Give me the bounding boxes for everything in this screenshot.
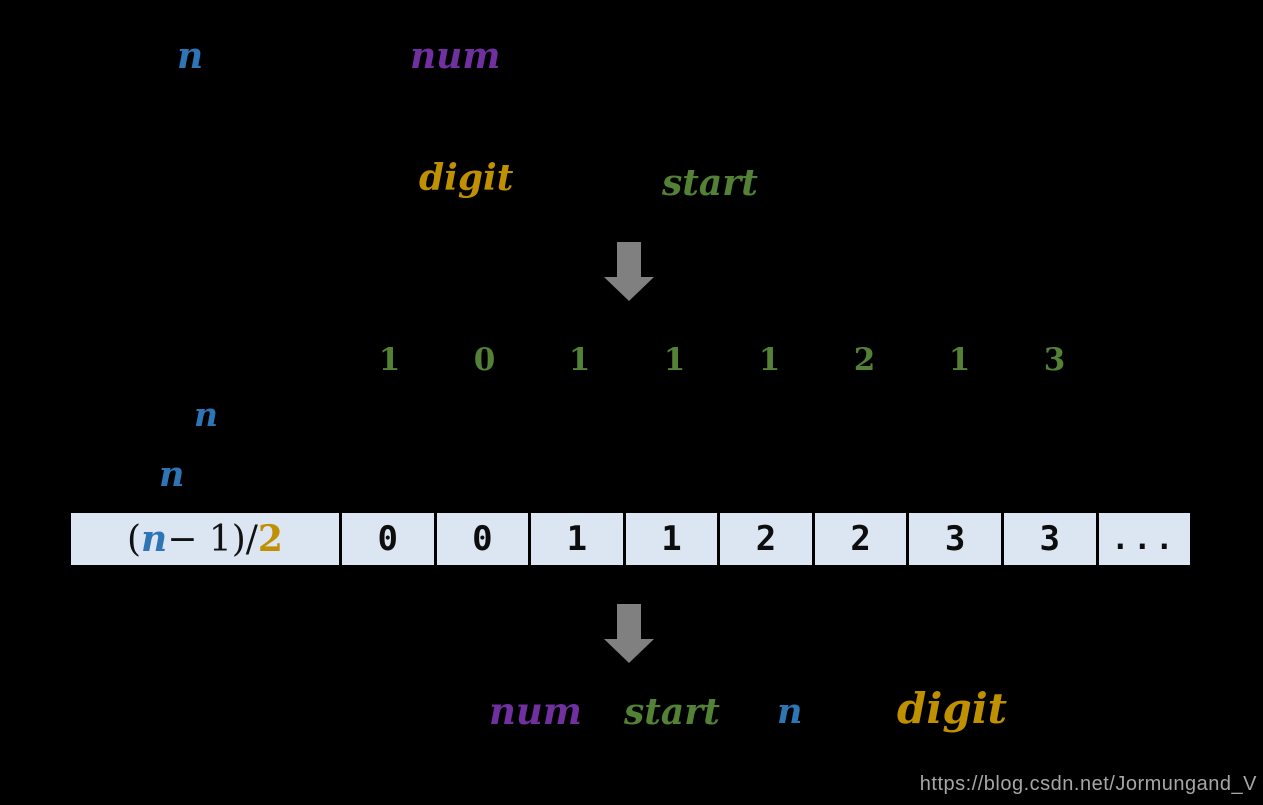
- table-cell: 1: [625, 513, 718, 565]
- down-arrow-icon: [604, 604, 654, 663]
- green-digit: 0: [473, 342, 496, 378]
- green-digit: 1: [663, 342, 686, 378]
- green-digit: 3: [1043, 342, 1066, 378]
- table-cell-ellipsis: ...: [1098, 513, 1191, 565]
- table-cell: 3: [1003, 513, 1096, 565]
- variable-num-top: num: [410, 35, 501, 77]
- variable-n-middle-upper: n: [194, 395, 218, 434]
- digit-table: (n − 1)/2 0 0 1 1 2 2 3 3 ...: [68, 510, 1193, 568]
- variable-digit-top: digit: [419, 157, 514, 199]
- table-cell: 2: [814, 513, 907, 565]
- green-digit: 1: [378, 342, 401, 378]
- variable-num-bottom: num: [489, 689, 582, 733]
- table-cell: 0: [342, 513, 434, 565]
- green-digit: 2: [853, 342, 876, 378]
- formula-variable-n: n: [141, 518, 168, 560]
- table-cell: 2: [720, 513, 812, 565]
- variable-start-bottom: start: [624, 691, 720, 733]
- variable-n-bottom: n: [777, 691, 803, 732]
- variable-start-top: start: [662, 162, 758, 204]
- green-digit: 1: [948, 342, 971, 378]
- variable-digit-bottom: digit: [897, 684, 1008, 733]
- table-cell: 0: [436, 513, 529, 565]
- formula-divisor-2: 2: [257, 518, 283, 560]
- table-cell: 3: [909, 513, 1001, 565]
- green-digit: 1: [568, 342, 591, 378]
- green-digit: 1: [758, 342, 781, 378]
- table-cell: 1: [531, 513, 623, 565]
- variable-n-top: n: [177, 35, 204, 77]
- down-arrow-icon: [604, 242, 654, 301]
- watermark-url: https://blog.csdn.net/Jormungand_V: [919, 773, 1257, 795]
- formula-minus-one: − 1)/: [167, 518, 258, 560]
- variable-n-middle-lower: n: [159, 454, 185, 495]
- formula-open-paren: (: [127, 518, 142, 560]
- green-digit-row: 1 0 1 1 1 2 1 3: [342, 344, 1102, 376]
- table-formula-cell: (n − 1)/2: [71, 513, 339, 565]
